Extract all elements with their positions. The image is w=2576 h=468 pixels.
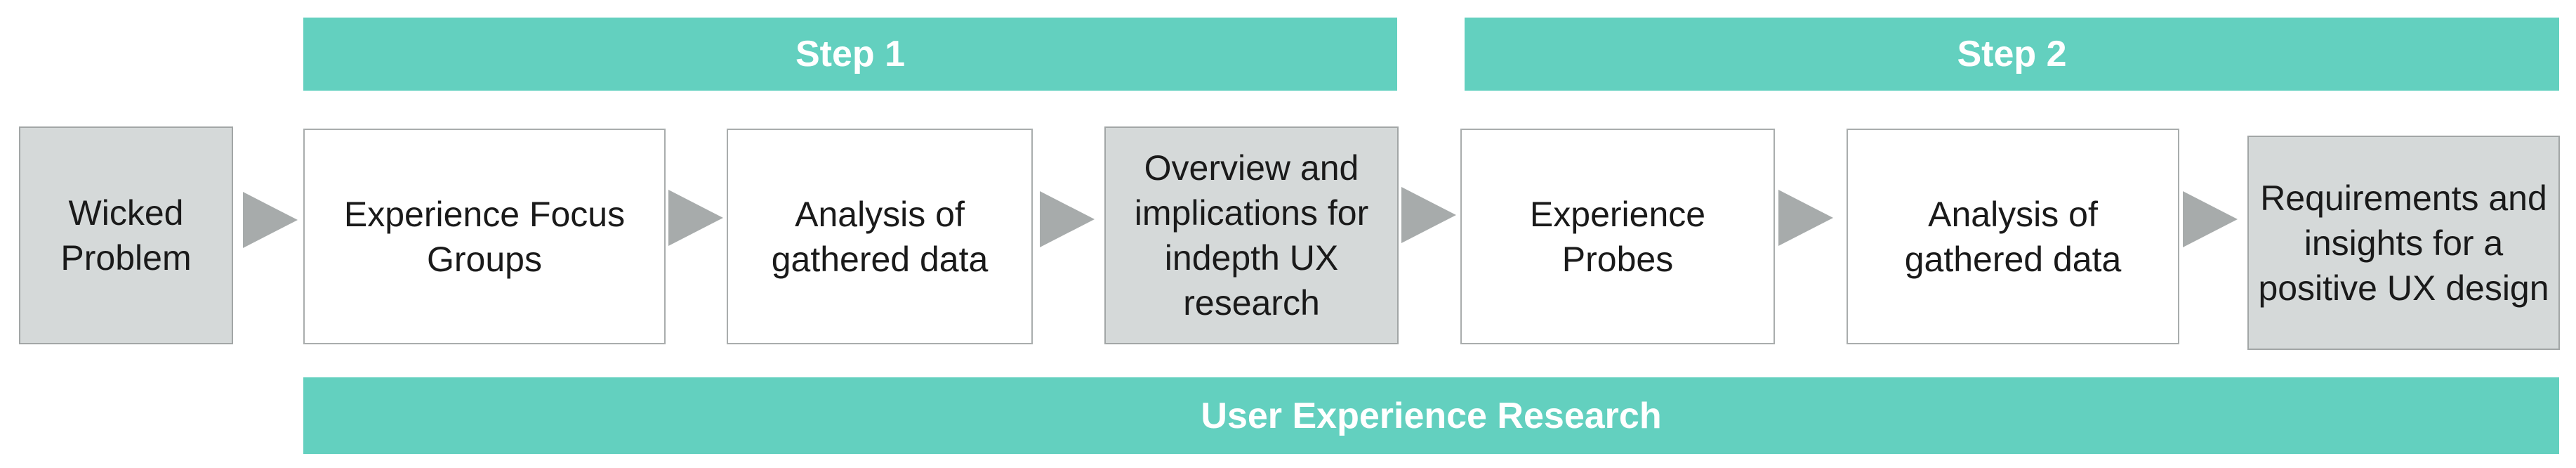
- analysis-label-step-1: Analysis of gathered data: [771, 194, 989, 279]
- wicked-problem-label: Wicked Problem: [60, 193, 192, 278]
- overview-implications-label: Overview and implications for indepth UX…: [1134, 148, 1369, 323]
- step-1-label: Step 1: [795, 34, 906, 74]
- experience-probes-label: Experience Probes: [1529, 194, 1706, 279]
- analysis-box-step-1: Analysis of gathered data: [727, 129, 1033, 344]
- requirements-insights-label: Requirements and insights for a positive…: [2258, 178, 2549, 308]
- requirements-insights-box: Requirements and insights for a positive…: [2247, 136, 2560, 350]
- experience-focus-groups-label: Experience Focus Groups: [343, 194, 626, 279]
- arrow-right-icon: [1778, 190, 1833, 246]
- arrow-right-icon: [1040, 191, 1095, 247]
- step-2-label: Step 2: [1957, 34, 2067, 74]
- arrow-right-icon: [1401, 187, 1456, 243]
- arrow-right-icon: [668, 190, 723, 246]
- step-2-band: Step 2: [1465, 18, 2559, 91]
- user-experience-research-band: User Experience Research: [303, 377, 2559, 454]
- step-1-band: Step 1: [303, 18, 1397, 91]
- arrow-right-icon: [2183, 191, 2238, 247]
- arrow-right-icon: [243, 192, 298, 248]
- experience-focus-groups-box: Experience Focus Groups: [303, 129, 666, 344]
- analysis-label-step-2: Analysis of gathered data: [1904, 194, 2122, 279]
- overview-implications-box: Overview and implications for indepth UX…: [1104, 126, 1399, 344]
- analysis-box-step-2: Analysis of gathered data: [1847, 129, 2179, 344]
- wicked-problem-box: Wicked Problem: [19, 126, 233, 344]
- user-experience-research-label: User Experience Research: [1201, 395, 1662, 436]
- experience-probes-box: Experience Probes: [1460, 129, 1775, 344]
